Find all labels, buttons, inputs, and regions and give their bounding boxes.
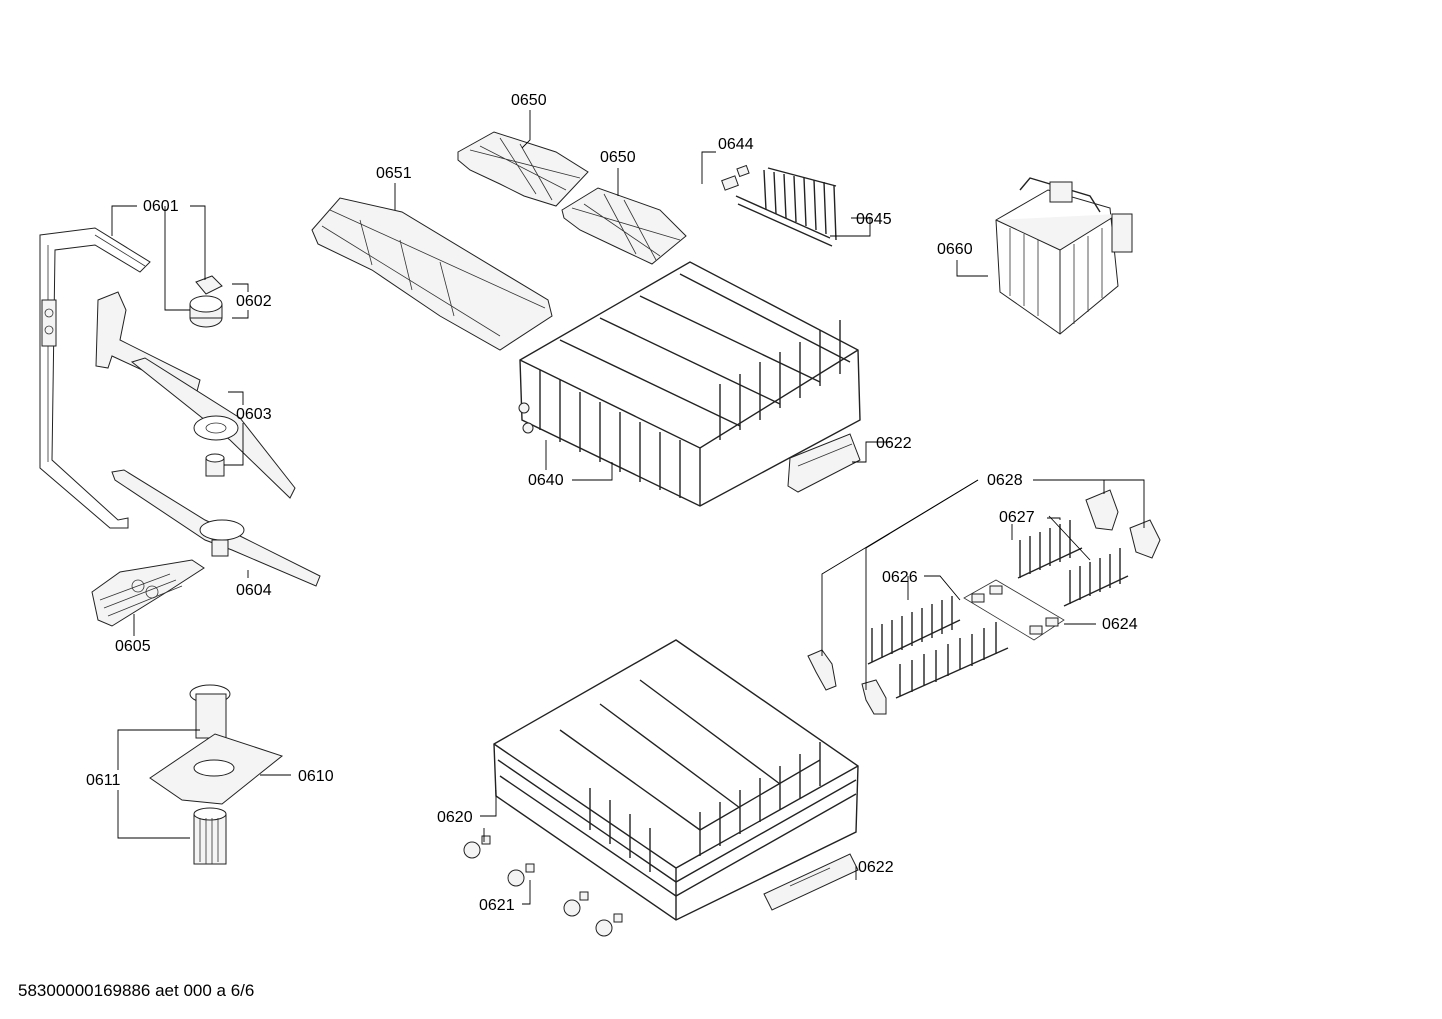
label-0601: 0601 bbox=[143, 198, 179, 215]
part-0650-shelf-upper bbox=[457, 131, 589, 207]
label-0602: 0602 bbox=[236, 293, 272, 310]
callout-labels: 0650 0650 0651 0644 0645 0660 0601 0602 … bbox=[86, 92, 1138, 914]
label-0622-upper: 0622 bbox=[876, 435, 912, 452]
part-0628-tine-holders bbox=[807, 489, 1161, 715]
label-0622-lower: 0622 bbox=[858, 859, 894, 876]
part-0624-hinge-clips bbox=[963, 579, 1065, 641]
part-0605-filter-plate bbox=[91, 559, 205, 627]
label-0645: 0645 bbox=[856, 211, 892, 228]
label-0605: 0605 bbox=[115, 638, 151, 655]
part-0627-tine-rows bbox=[1017, 520, 1129, 607]
part-0603-upper-spray-arm bbox=[95, 291, 296, 499]
label-0626: 0626 bbox=[882, 569, 918, 586]
part-0602-hub bbox=[189, 275, 223, 328]
label-0620: 0620 bbox=[437, 809, 473, 826]
part-0621-wheels bbox=[463, 835, 623, 937]
part-0622-upper-handle bbox=[787, 433, 861, 493]
label-0610: 0610 bbox=[298, 768, 334, 785]
part-0611-filter-assembly bbox=[149, 684, 284, 865]
part-0626-tine-rows bbox=[867, 596, 1009, 699]
part-0644-clip bbox=[721, 164, 750, 191]
label-0627: 0627 bbox=[999, 509, 1035, 526]
label-0604: 0604 bbox=[236, 582, 272, 599]
part-0651-cup-shelf bbox=[311, 197, 553, 351]
leader-lines bbox=[111, 110, 1145, 905]
label-0621: 0621 bbox=[479, 897, 515, 914]
label-0628: 0628 bbox=[987, 472, 1023, 489]
part-0645-tine-rack bbox=[735, 167, 837, 247]
part-0622-lower-handle bbox=[763, 853, 859, 911]
label-0650-lower: 0650 bbox=[600, 149, 636, 166]
label-0611: 0611 bbox=[86, 772, 121, 789]
part-0650-shelf-lower bbox=[561, 187, 687, 265]
label-0640: 0640 bbox=[528, 472, 564, 489]
part-0640-upper-basket bbox=[518, 261, 861, 507]
label-0644: 0644 bbox=[718, 136, 754, 153]
document-footer-id: 58300000169886 aet 000 a 6/6 bbox=[18, 981, 255, 1000]
part-0601-supply-pipe bbox=[39, 227, 151, 529]
label-0603: 0603 bbox=[236, 406, 272, 423]
label-0624: 0624 bbox=[1102, 616, 1138, 633]
part-0604-lower-spray-arm bbox=[111, 469, 321, 587]
label-0660: 0660 bbox=[937, 241, 973, 258]
part-0660-cutlery-basket bbox=[995, 177, 1133, 335]
label-0651: 0651 bbox=[376, 165, 412, 182]
label-0650-upper: 0650 bbox=[511, 92, 547, 109]
